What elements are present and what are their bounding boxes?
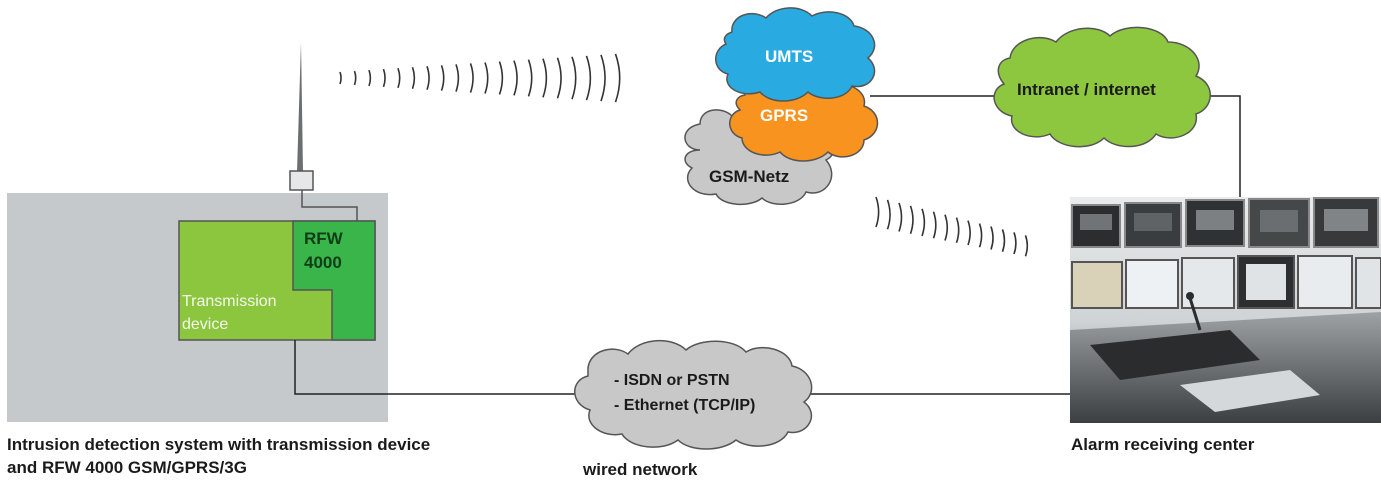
wave-arc	[921, 208, 926, 237]
wave-arc	[353, 70, 357, 86]
transmission-label-line1: Transmission	[182, 293, 277, 310]
umts-label: UMTS	[765, 47, 813, 66]
wave-arc	[614, 53, 621, 103]
umts-cloud	[715, 7, 876, 102]
wave-arc	[1001, 229, 1006, 253]
module-label-line2: 4000	[304, 253, 342, 272]
internet-cloud	[993, 26, 1211, 148]
wave-arc	[411, 66, 416, 90]
wave-arc	[909, 205, 914, 235]
wired-label-line1: - ISDN or PSTN	[614, 372, 730, 389]
intrusion-caption-line2: and RFW 4000 GSM/GPRS/3G	[7, 458, 247, 477]
gsm-label: GSM-Netz	[709, 167, 789, 186]
radio-waves-center	[875, 196, 1029, 257]
wave-arc	[498, 61, 504, 95]
wave-arc	[339, 71, 342, 85]
wave-arc	[426, 66, 430, 90]
wave-arc	[967, 220, 971, 246]
wave-arc	[469, 63, 474, 93]
wave-arc	[382, 68, 386, 88]
wave-arc	[990, 226, 994, 250]
intrusion-caption: Intrusion detection system with transmis…	[7, 433, 527, 479]
wave-arc	[898, 202, 903, 232]
wave-arc	[944, 214, 949, 241]
wave-arc	[513, 60, 518, 96]
wave-arc	[932, 211, 937, 239]
wave-arc	[440, 65, 445, 91]
transmission-label-line2: device	[182, 316, 228, 333]
intrusion-caption-line1: Intrusion detection system with transmis…	[7, 435, 431, 454]
antenna-icon	[289, 42, 358, 221]
wave-arc	[542, 58, 548, 98]
wave-arc	[571, 56, 577, 100]
wave-arc	[527, 59, 533, 97]
link-internet-center	[1200, 95, 1241, 197]
wave-arc	[397, 67, 401, 89]
gprs-label: GPRS	[760, 106, 808, 125]
wired-line-device	[294, 340, 592, 395]
wave-arc	[1013, 232, 1017, 255]
wave-arc	[484, 62, 489, 94]
wave-arc	[585, 55, 592, 101]
wired-label-line2: - Ethernet (TCP/IP)	[614, 397, 755, 414]
radio-waves-antenna	[339, 53, 621, 103]
rfw-4000-module	[292, 220, 376, 341]
wave-arc	[556, 57, 562, 99]
wave-arc	[455, 64, 460, 92]
alarm-center-photo	[1070, 197, 1381, 423]
wave-arc	[600, 54, 606, 102]
wave-arc	[886, 199, 891, 230]
wave-arc	[368, 69, 372, 87]
wave-arc	[875, 196, 880, 228]
wave-arc	[955, 217, 960, 244]
wave-arc	[978, 223, 983, 248]
internet-label: Intranet / internet	[1017, 80, 1156, 99]
wired-network-cloud	[574, 339, 813, 450]
wired-network-caption: wired network	[583, 460, 698, 479]
module-label-line1: RFW	[304, 229, 344, 248]
alarm-center-caption: Alarm receiving center	[1071, 435, 1255, 454]
wave-arc	[1024, 235, 1029, 257]
